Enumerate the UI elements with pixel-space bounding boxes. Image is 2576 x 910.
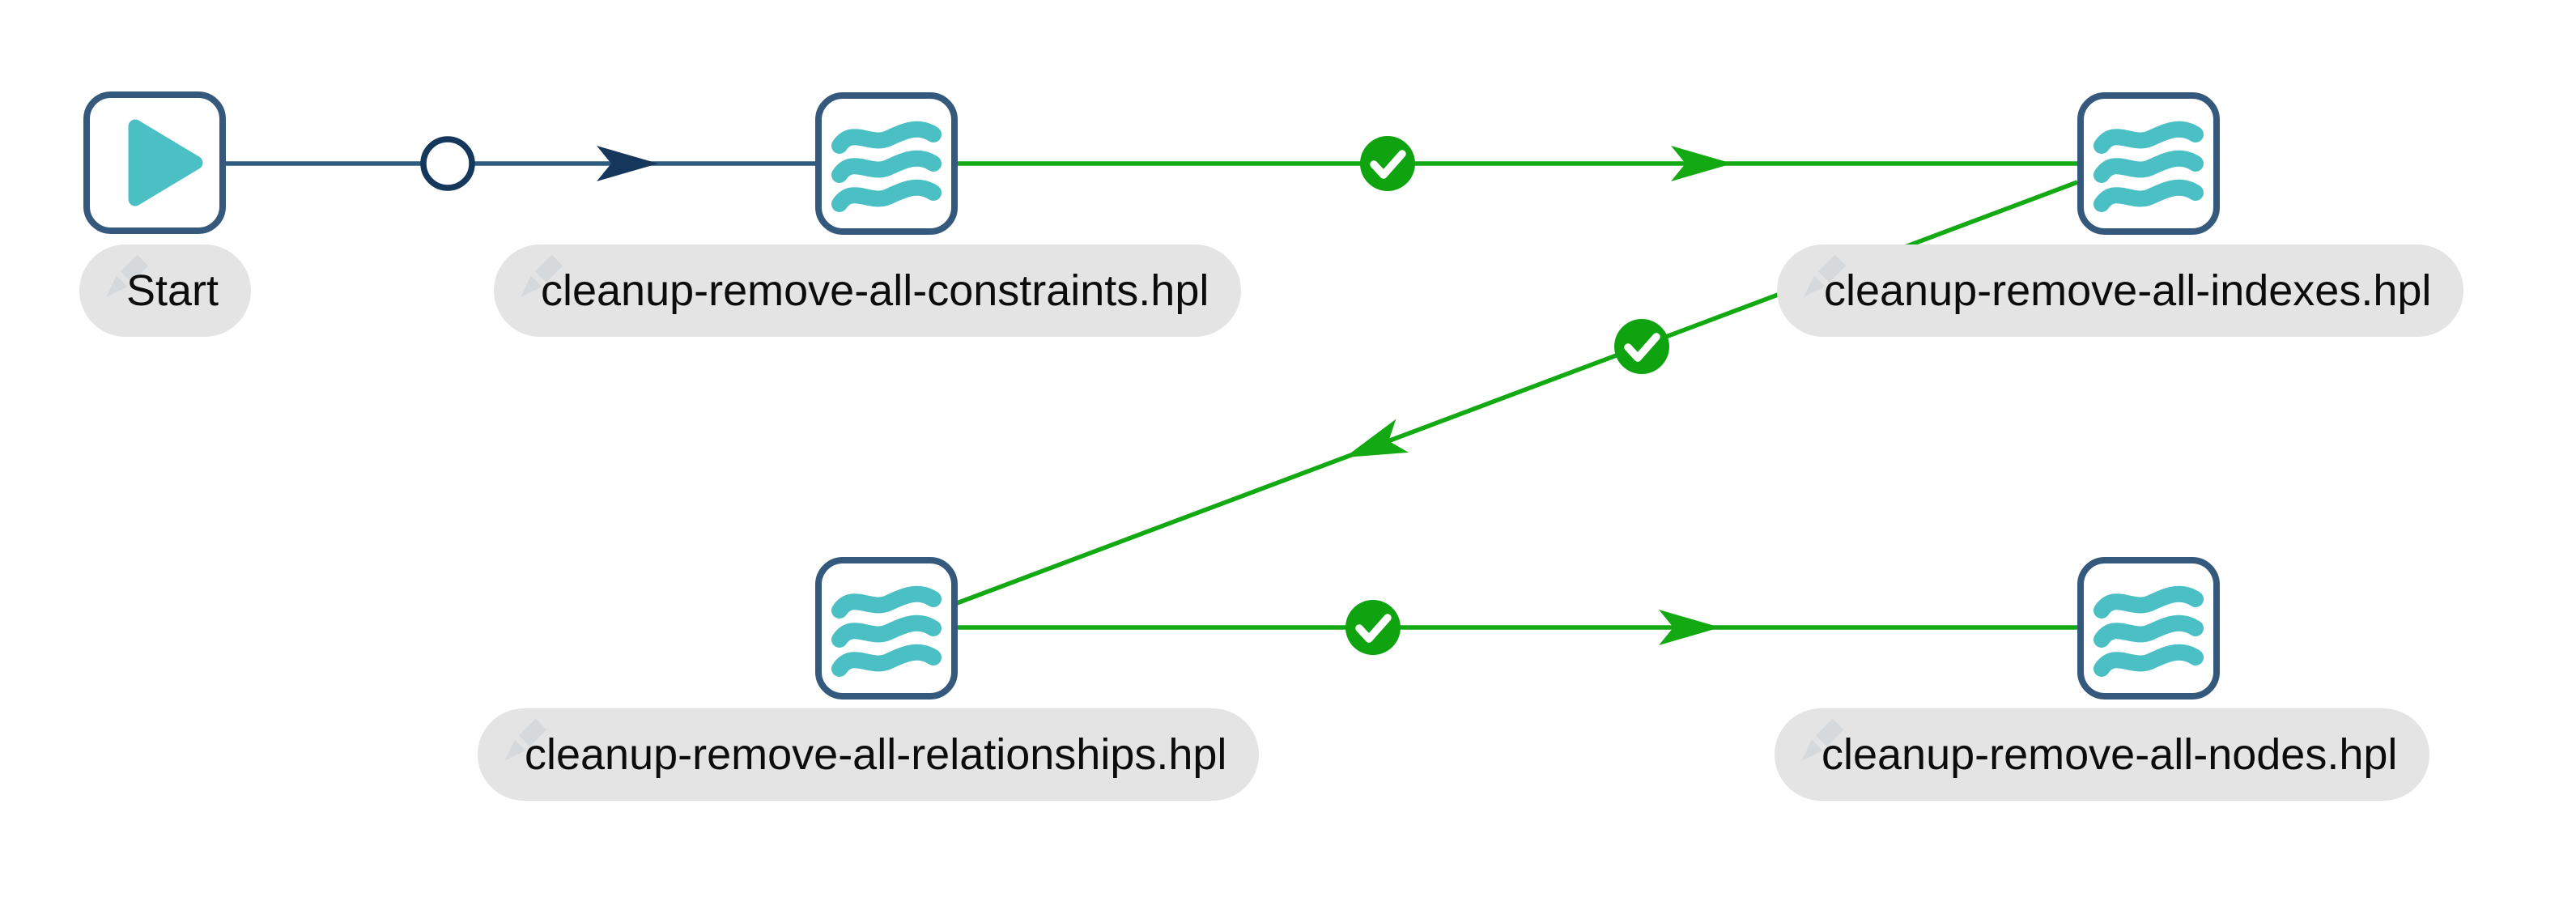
hop-arrow-icon (597, 146, 658, 181)
hop-success-check-icon[interactable] (1614, 319, 1669, 374)
hop-unconditional-icon[interactable] (420, 136, 475, 191)
hop-arrow-icon (1345, 419, 1409, 457)
pencil-icon (521, 254, 563, 297)
pencil-icon (1804, 254, 1847, 297)
action-label-text: cleanup-remove-all-nodes.hpl (1821, 730, 2398, 779)
action-node-nodes[interactable] (2077, 557, 2220, 700)
hop-arrow-icon (1671, 146, 1732, 181)
action-label-constraints[interactable]: cleanup-remove-all-constraints.hpl (494, 245, 1242, 337)
action-label-text: cleanup-remove-all-relationships.hpl (525, 730, 1227, 779)
pencil-icon (1801, 718, 1844, 761)
action-label-start[interactable]: Start (79, 245, 252, 337)
hop-success-check-icon[interactable] (1345, 600, 1401, 655)
pipeline-waves-icon (2094, 585, 2204, 677)
action-label-nodes[interactable]: cleanup-remove-all-nodes.hpl (1775, 708, 2430, 801)
hop-constraints-indexes[interactable] (958, 136, 2077, 191)
action-label-text: cleanup-remove-all-indexes.hpl (1824, 266, 2432, 315)
action-node-constraints[interactable] (815, 92, 958, 235)
pencil-icon (106, 254, 149, 297)
pipeline-waves-icon (831, 121, 942, 212)
action-label-text: Start (126, 266, 219, 315)
pipeline-waves-icon (831, 585, 942, 677)
action-node-indexes[interactable] (2077, 92, 2220, 235)
pencil-icon (504, 718, 547, 761)
action-label-indexes[interactable]: cleanup-remove-all-indexes.hpl (1777, 245, 2464, 337)
hop-arrow-icon (1659, 610, 1720, 645)
hop-success-check-icon[interactable] (1360, 136, 1415, 191)
pipeline-waves-icon (2094, 121, 2204, 212)
action-node-relationships[interactable] (815, 557, 958, 700)
action-label-relationships[interactable]: cleanup-remove-all-relationships.hpl (478, 708, 1260, 801)
action-node-start[interactable] (83, 91, 226, 234)
hop-relationships-nodes[interactable] (957, 600, 2077, 655)
hop-start-constraints[interactable] (226, 136, 818, 191)
action-label-text: cleanup-remove-all-constraints.hpl (541, 266, 1209, 315)
play-icon (128, 119, 203, 206)
